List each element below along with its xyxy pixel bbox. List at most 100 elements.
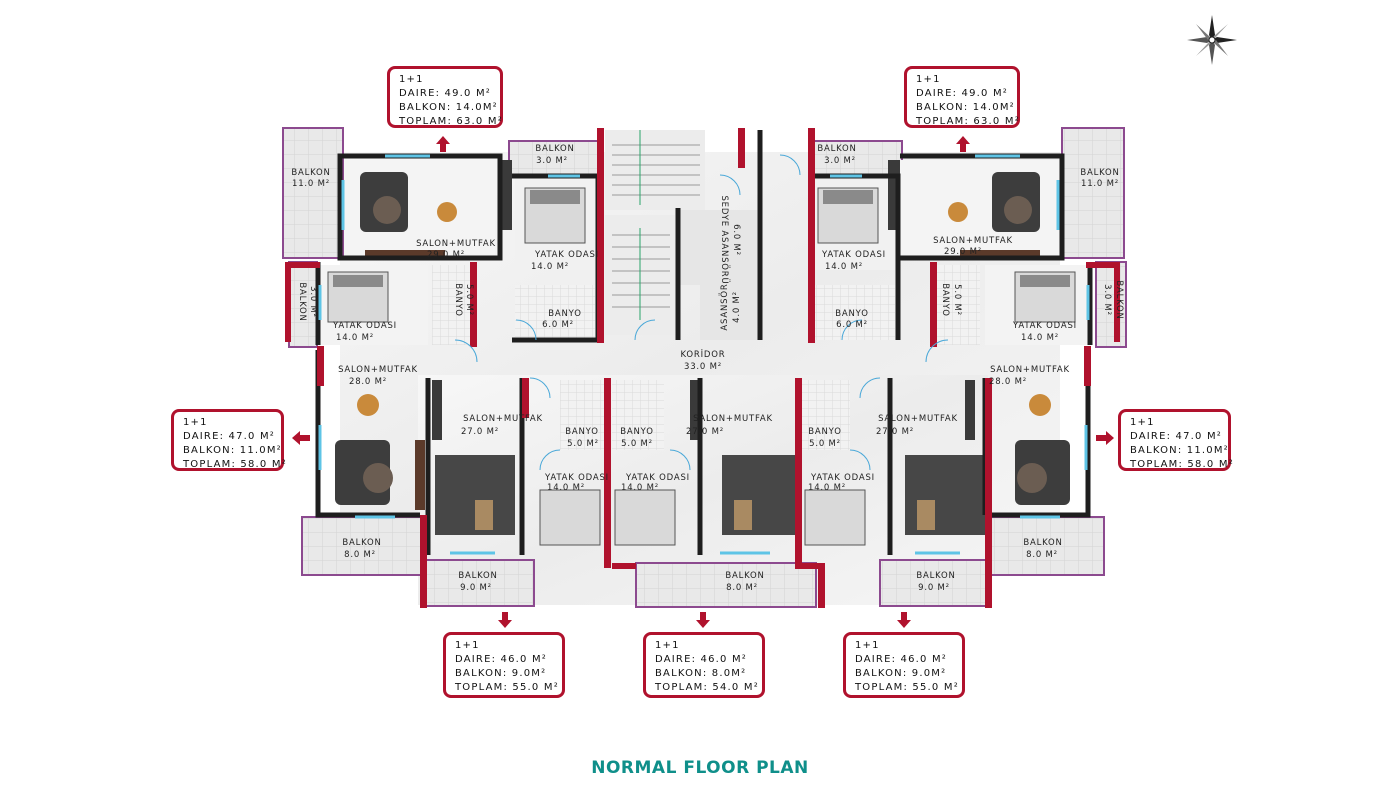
room-area: 3.0 M² (1102, 284, 1112, 316)
room-name: BALKON (817, 144, 856, 154)
room-name: BANYO (940, 283, 950, 316)
room-area: 5.0 M² (464, 284, 474, 316)
unit-daire: DAIRE: 46.0 M² (455, 654, 548, 665)
room-name: SALON+MUTFAK (933, 236, 1013, 246)
unit-balkon: BALKON: 11.0M² (1130, 445, 1229, 456)
room-area: 27.0 M² (876, 427, 914, 437)
room-area: 14.0 M² (1021, 333, 1059, 343)
arrow-up-icon (956, 136, 970, 152)
unit-type: 1+1 (183, 417, 208, 428)
unit-balkon: BALKON: 9.0M² (455, 668, 547, 679)
room-name: YATAK ODASI (821, 250, 886, 260)
room-area: 6.0 M² (731, 224, 741, 256)
unit-toplam: TOPLAM: 58.0 M² (1130, 459, 1234, 470)
room-name: BALKON (535, 144, 574, 154)
unit-daire: DAIRE: 49.0 M² (399, 88, 492, 99)
room-name: BALKON (458, 571, 497, 581)
room-name: YATAK ODASI (810, 473, 875, 483)
room-name: SALON+MUTFAK (990, 365, 1070, 375)
room-area: 8.0 M² (344, 550, 376, 560)
room-area: 14.0 M² (808, 483, 846, 493)
room-name: BALKON (1114, 280, 1124, 319)
room-name: BALKON (297, 282, 307, 321)
room-area: 11.0 M² (1081, 179, 1119, 189)
room-name: YATAK ODASI (1012, 321, 1077, 331)
room-name: YATAK ODASI (534, 250, 599, 260)
room-name: BANYO (548, 309, 581, 319)
room-name: KORİDOR (681, 349, 726, 360)
unit-toplam: TOPLAM: 55.0 M² (855, 682, 959, 693)
room-area: 8.0 M² (726, 583, 758, 593)
room-area: 3.0 M² (308, 286, 318, 318)
compass-rose-icon (1187, 15, 1237, 65)
structural-columns (285, 128, 1120, 608)
room-area: 5.0 M² (621, 439, 653, 449)
unit-card-bottom-right: 1+1 DAIRE: 46.0 M² BALKON: 9.0M² TOPLAM:… (843, 632, 965, 698)
room-area: 14.0 M² (531, 262, 569, 272)
room-name: YATAK ODASI (544, 473, 609, 483)
room-name: SALON+MUTFAK (416, 239, 496, 249)
unit-card-bottom-center: 1+1 DAIRE: 46.0 M² BALKON: 8.0M² TOPLAM:… (643, 632, 765, 698)
room-name: BANYO (808, 427, 841, 437)
unit-card-top-left: 1+1 DAIRE: 49.0 M² BALKON: 14.0M² TOPLAM… (387, 66, 503, 128)
room-name: SEDYE ASANSÖRÜ (719, 195, 730, 284)
doors (454, 154, 949, 471)
room-area: 8.0 M² (1026, 550, 1058, 560)
room-area: 6.0 M² (542, 320, 574, 330)
room-area: 6.0 M² (836, 320, 868, 330)
room-name: BALKON (1080, 168, 1119, 178)
room-area: 14.0 M² (825, 262, 863, 272)
unit-toplam: TOPLAM: 54.0 M² (655, 682, 759, 693)
unit-toplam: TOPLAM: 63.0 M² (916, 116, 1020, 127)
unit-balkon: BALKON: 8.0M² (655, 668, 747, 679)
room-area: 27.0 M² (461, 427, 499, 437)
arrow-left-icon (292, 431, 310, 445)
balcony-b2 (635, 562, 817, 608)
room-area: 4.0 M² (732, 291, 742, 323)
room-area: 5.0 M² (809, 439, 841, 449)
room-name: SALON+MUTFAK (878, 414, 958, 424)
arrow-up-icon (436, 136, 450, 152)
balconies (282, 127, 1127, 608)
room-name: SALON+MUTFAK (693, 414, 773, 424)
unit-card-top-right: 1+1 DAIRE: 49.0 M² BALKON: 14.0M² TOPLAM… (904, 66, 1020, 128)
room-area: 29.0 M² (944, 247, 982, 257)
room-area: 11.0 M² (292, 179, 330, 189)
room-name: BANYO (453, 283, 463, 316)
unit-toplam: TOPLAM: 55.0 M² (455, 682, 559, 693)
room-area: 14.0 M² (336, 333, 374, 343)
room-area: 5.0 M² (952, 284, 962, 316)
room-name: BALKON (291, 168, 330, 178)
room-name: SALON+MUTFAK (463, 414, 543, 424)
unit-balkon: BALKON: 9.0M² (855, 668, 947, 679)
staircase (612, 130, 700, 320)
unit-daire: DAIRE: 46.0 M² (855, 654, 948, 665)
arrow-down-icon (696, 612, 710, 628)
unit-type: 1+1 (399, 74, 424, 85)
unit-card-right: 1+1 DAIRE: 47.0 M² BALKON: 11.0M² TOPLAM… (1118, 409, 1234, 471)
room-name: BANYO (835, 309, 868, 319)
unit-balkon: BALKON: 14.0M² (916, 102, 1015, 113)
balcony-tl (282, 127, 344, 259)
room-name: BALKON (342, 538, 381, 548)
room-area: 9.0 M² (918, 583, 950, 593)
unit-balkon: BALKON: 11.0M² (183, 445, 282, 456)
room-area: 28.0 M² (349, 377, 387, 387)
room-name: ASANSÖR (719, 283, 730, 330)
room-area: 14.0 M² (547, 483, 585, 493)
balcony-br (989, 516, 1105, 576)
room-name: BANYO (565, 427, 598, 437)
room-area: 9.0 M² (460, 583, 492, 593)
unit-type: 1+1 (916, 74, 941, 85)
unit-daire: DAIRE: 47.0 M² (1130, 431, 1223, 442)
room-area: 3.0 M² (824, 156, 856, 166)
room-area: 33.0 M² (684, 362, 722, 372)
unit-type: 1+1 (655, 640, 680, 651)
balcony-b1 (423, 559, 535, 607)
room-area: 5.0 M² (567, 439, 599, 449)
room-name: BANYO (620, 427, 653, 437)
unit-balkon: BALKON: 14.0M² (399, 102, 498, 113)
unit-card-left: 1+1 DAIRE: 47.0 M² BALKON: 11.0M² TOPLAM… (171, 409, 286, 471)
room-name: BALKON (1023, 538, 1062, 548)
